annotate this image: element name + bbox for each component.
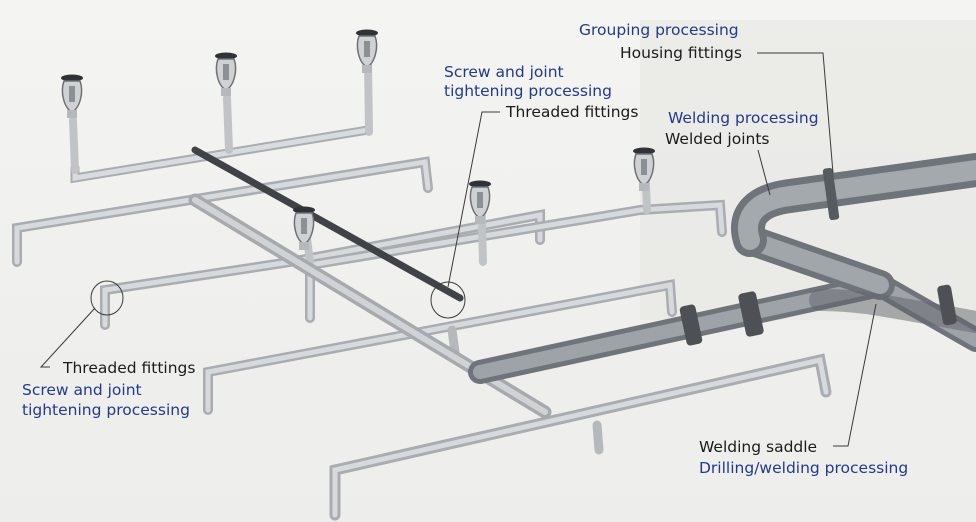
housing-fittings-label: Housing fittings [620, 44, 742, 62]
threaded-fittings-label-top: Threaded fittings [506, 103, 639, 121]
grouping-processing-label: Grouping processing [579, 21, 739, 39]
screw-joint-label-top-line1: Screw and joint [444, 63, 564, 81]
screw-joint-label-left-line1: Screw and joint [22, 381, 142, 399]
leader-welded-joints [757, 149, 771, 196]
welding-processing-label: Welding processing [668, 109, 819, 127]
leader-lines [39, 52, 877, 447]
drilling-welding-processing-label: Drilling/welding processing [699, 459, 909, 477]
threaded-fitting-circle-left [90, 280, 124, 316]
sprinkler-heads [61, 29, 655, 250]
leader-threaded-fittings-top [447, 111, 500, 288]
highlight-circles [90, 280, 466, 319]
screw-joint-label-top-line2: tightening processing [444, 82, 612, 100]
leader-welding-saddle [833, 303, 877, 447]
threaded-fitting-circle-center [430, 281, 466, 319]
welded-joints-label: Welded joints [665, 130, 770, 148]
leader-threaded-fittings-left [39, 307, 96, 368]
pipe-couplings [679, 167, 957, 346]
leader-housing-fittings [757, 52, 834, 174]
welding-saddle-label: Welding saddle [699, 438, 818, 456]
threaded-fittings-label-left: Threaded fittings [63, 359, 196, 377]
screw-joint-label-left-line2: tightening processing [22, 401, 190, 419]
